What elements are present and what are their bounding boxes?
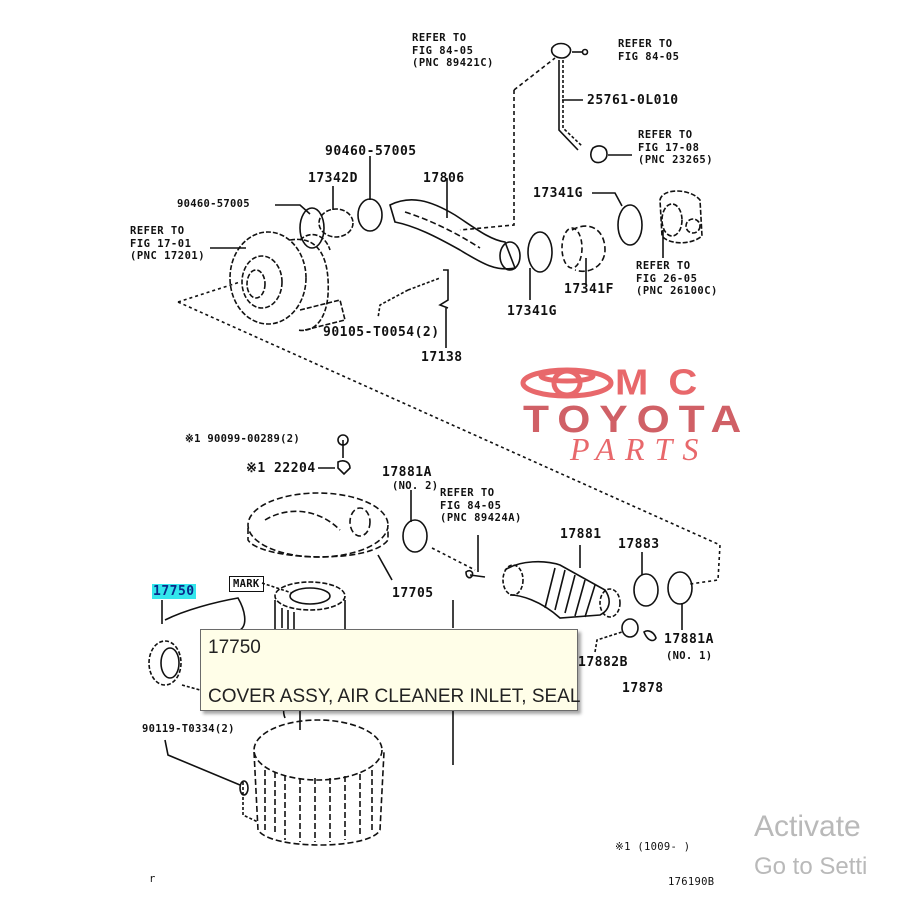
bracket-17138 xyxy=(438,269,449,309)
sensor-connector-top xyxy=(550,42,632,164)
air-cleaner-case xyxy=(253,719,385,846)
refer-fig-84-05-pnc-89424a[interactable]: REFER TO FIG 84-05 (PNC 89424A) xyxy=(440,487,522,525)
clamp-17881A-no2 xyxy=(402,519,428,553)
part-label-90099-00289[interactable]: ※1 90099-00289(2) xyxy=(185,433,301,445)
clamp-90460-top xyxy=(357,198,383,232)
part-label-17881[interactable]: 17881 xyxy=(560,527,602,542)
filter-element xyxy=(274,581,346,630)
clamp-17341G-bottom xyxy=(527,231,553,273)
refer-fig-17-01[interactable]: REFER TO FIG 17-01 (PNC 17201) xyxy=(130,225,206,263)
corner-mark: r xyxy=(149,873,156,885)
clamp-17881A-no1 xyxy=(667,571,693,605)
part-label-17881A-no2-sub: (NO. 2) xyxy=(392,480,439,492)
part-label-17138[interactable]: 17138 xyxy=(421,350,463,365)
seal-17342D xyxy=(318,208,354,238)
clamp-90460-left xyxy=(299,207,325,249)
clamp-17883 xyxy=(633,573,659,607)
part-label-17806[interactable]: 17806 xyxy=(423,171,465,186)
boundary-dashed-upper xyxy=(459,90,515,231)
part-label-90119-T0334[interactable]: 90119-T0334(2) xyxy=(142,723,235,735)
refer-fig-84-05-pnc-89421c[interactable]: REFER TO FIG 84-05 (PNC 89421C) xyxy=(412,32,494,70)
part-label-17342D[interactable]: 17342D xyxy=(308,171,358,186)
hose-17806 xyxy=(389,199,517,270)
toyota-emblem-icon xyxy=(520,367,614,399)
refer-fig-84-05[interactable]: REFER TO FIG 84-05 xyxy=(618,38,680,63)
turbocharger-drawing xyxy=(229,231,346,332)
go-to-settings-watermark: Go to Setti xyxy=(754,853,868,880)
throttle-body-drawing xyxy=(659,190,703,244)
part-label-17341G-top[interactable]: 17341G xyxy=(533,186,583,201)
part-label-90460-57005-left[interactable]: 90460-57005 xyxy=(177,198,250,210)
logo-line-parts: PARTS xyxy=(570,431,709,467)
boundary-dashed-diag xyxy=(177,301,721,585)
footnote: ※1 (1009- ) xyxy=(615,841,691,853)
part-label-17881A-no1-sub: (NO. 1) xyxy=(666,650,713,662)
part-label-17881A-no2[interactable]: 17881A xyxy=(382,465,432,480)
part-label-17341F[interactable]: 17341F xyxy=(564,282,614,297)
part-label-17882B[interactable]: 17882B xyxy=(578,655,628,670)
omc-toyota-parts-logo: MC TOYOTA PARTS xyxy=(515,365,835,465)
part-label-17705[interactable]: 17705 xyxy=(392,586,434,601)
part-label-22204[interactable]: ※1 22204 xyxy=(246,461,316,476)
part-label-17878[interactable]: 17878 xyxy=(622,681,664,696)
inlet-cover-17750 xyxy=(148,597,246,691)
part-label-90105-T0054[interactable]: 90105-T0054(2) xyxy=(323,325,440,340)
tooltip-description: COVER ASSY, AIR CLEANER INLET, SEAL xyxy=(208,686,581,707)
air-cleaner-lid xyxy=(247,492,389,558)
clamp-17341G-top xyxy=(617,204,643,246)
hose-17881 xyxy=(502,560,621,619)
part-label-25761-0L010[interactable]: 25761-0L010 xyxy=(587,93,679,108)
refer-fig-17-08[interactable]: REFER TO FIG 17-08 (PNC 23265) xyxy=(638,129,714,167)
activate-windows-watermark: Activate xyxy=(754,810,861,843)
part-label-90460-57005-top[interactable]: 90460-57005 xyxy=(325,144,417,159)
refer-fig-26-05[interactable]: REFER TO FIG 26-05 (PNC 26100C) xyxy=(636,260,718,298)
part-label-17881A-no1[interactable]: 17881A xyxy=(664,632,714,647)
figure-code: 176190B xyxy=(668,876,715,888)
tooltip-part-number: 17750 xyxy=(208,637,261,658)
mark-box: MARK xyxy=(229,576,264,593)
part-label-17883[interactable]: 17883 xyxy=(618,537,660,552)
logo-line-mc: MC xyxy=(615,363,718,403)
highlighted-part-17750[interactable]: 17750 xyxy=(152,584,196,599)
part-label-17341G-bottom[interactable]: 17341G xyxy=(507,304,557,319)
logo-line-toyota: TOYOTA xyxy=(523,399,751,441)
part-tooltip: 17750 COVER ASSY, AIR CLEANER INLET, SEA… xyxy=(200,629,581,711)
seal-17882B xyxy=(621,618,639,638)
part-label-17750[interactable]: 17750 xyxy=(152,584,196,599)
seal-17341F xyxy=(571,225,606,272)
